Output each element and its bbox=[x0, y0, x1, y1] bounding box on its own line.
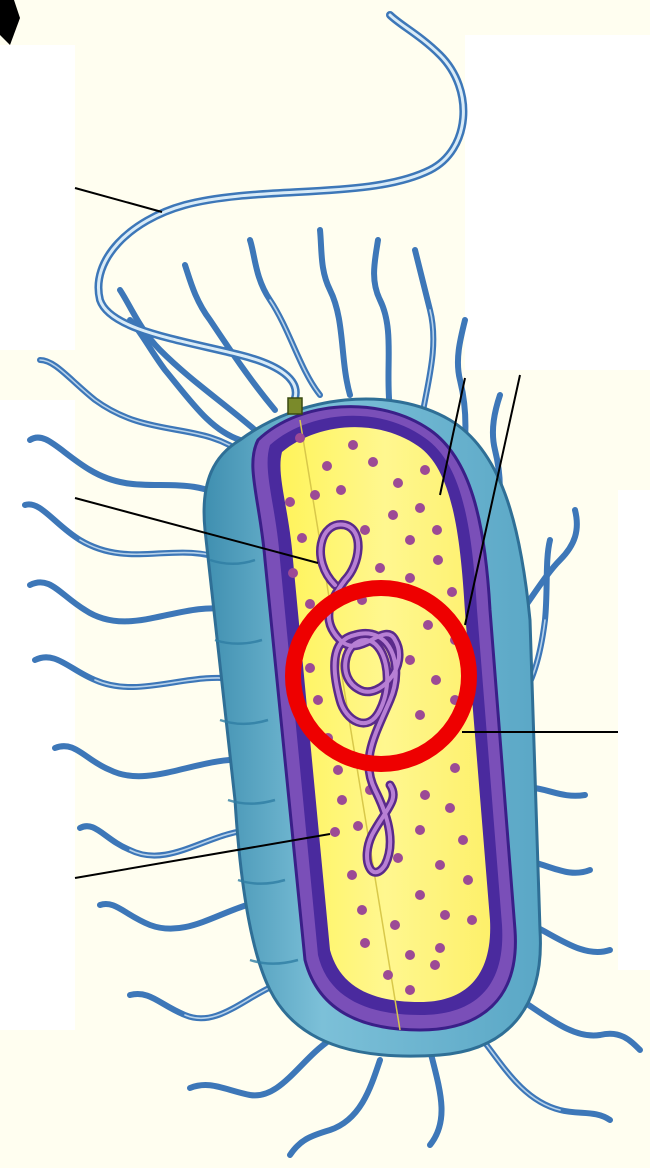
pilus bbox=[30, 582, 230, 621]
pilus bbox=[374, 240, 390, 410]
pilus bbox=[190, 1040, 330, 1095]
pilus bbox=[40, 360, 245, 455]
pilus bbox=[320, 230, 350, 395]
flagellum-leader-line bbox=[75, 188, 162, 212]
pilus bbox=[475, 1030, 610, 1120]
flagellum-basal-body bbox=[288, 398, 302, 414]
pilus bbox=[30, 437, 230, 500]
pilus bbox=[430, 1050, 442, 1145]
bacterium-icon bbox=[0, 0, 20, 45]
pilus bbox=[130, 980, 290, 1018]
pilus bbox=[35, 657, 240, 687]
pilus bbox=[25, 504, 225, 560]
pilus bbox=[290, 1060, 380, 1155]
pilus bbox=[55, 746, 250, 776]
